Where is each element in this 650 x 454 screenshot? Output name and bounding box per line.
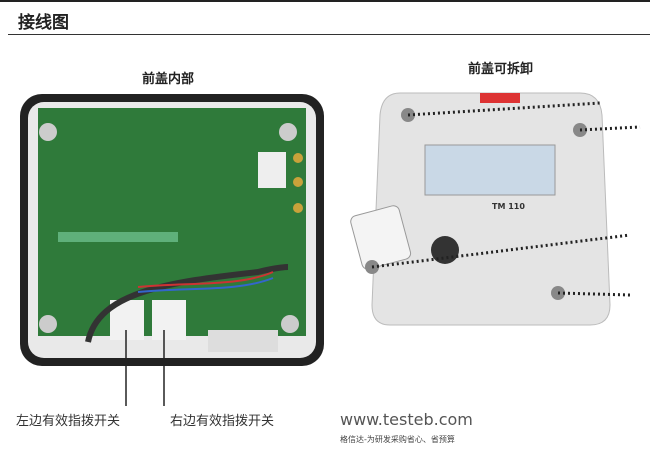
top-rule	[0, 0, 650, 2]
front-cover-removable-photo: TM 110	[350, 92, 641, 326]
watermark-url: www.testeb.com	[340, 410, 473, 429]
left-switch-label: 左边有效指拨开关	[16, 414, 121, 429]
switch-pointer-lines	[125, 330, 165, 406]
left-image-caption: 前盖内部	[142, 72, 195, 87]
watermark-slogan: 格信达-为研发采购省心、省预算	[340, 435, 455, 444]
device-model-label: TM 110	[492, 202, 525, 211]
right-image-caption: 前盖可拆卸	[468, 62, 534, 77]
front-cover-inside-photo	[20, 94, 324, 366]
right-switch-label: 右边有效指拨开关	[170, 414, 275, 429]
page-title: 接线图	[18, 13, 69, 33]
title-divider	[8, 34, 650, 35]
